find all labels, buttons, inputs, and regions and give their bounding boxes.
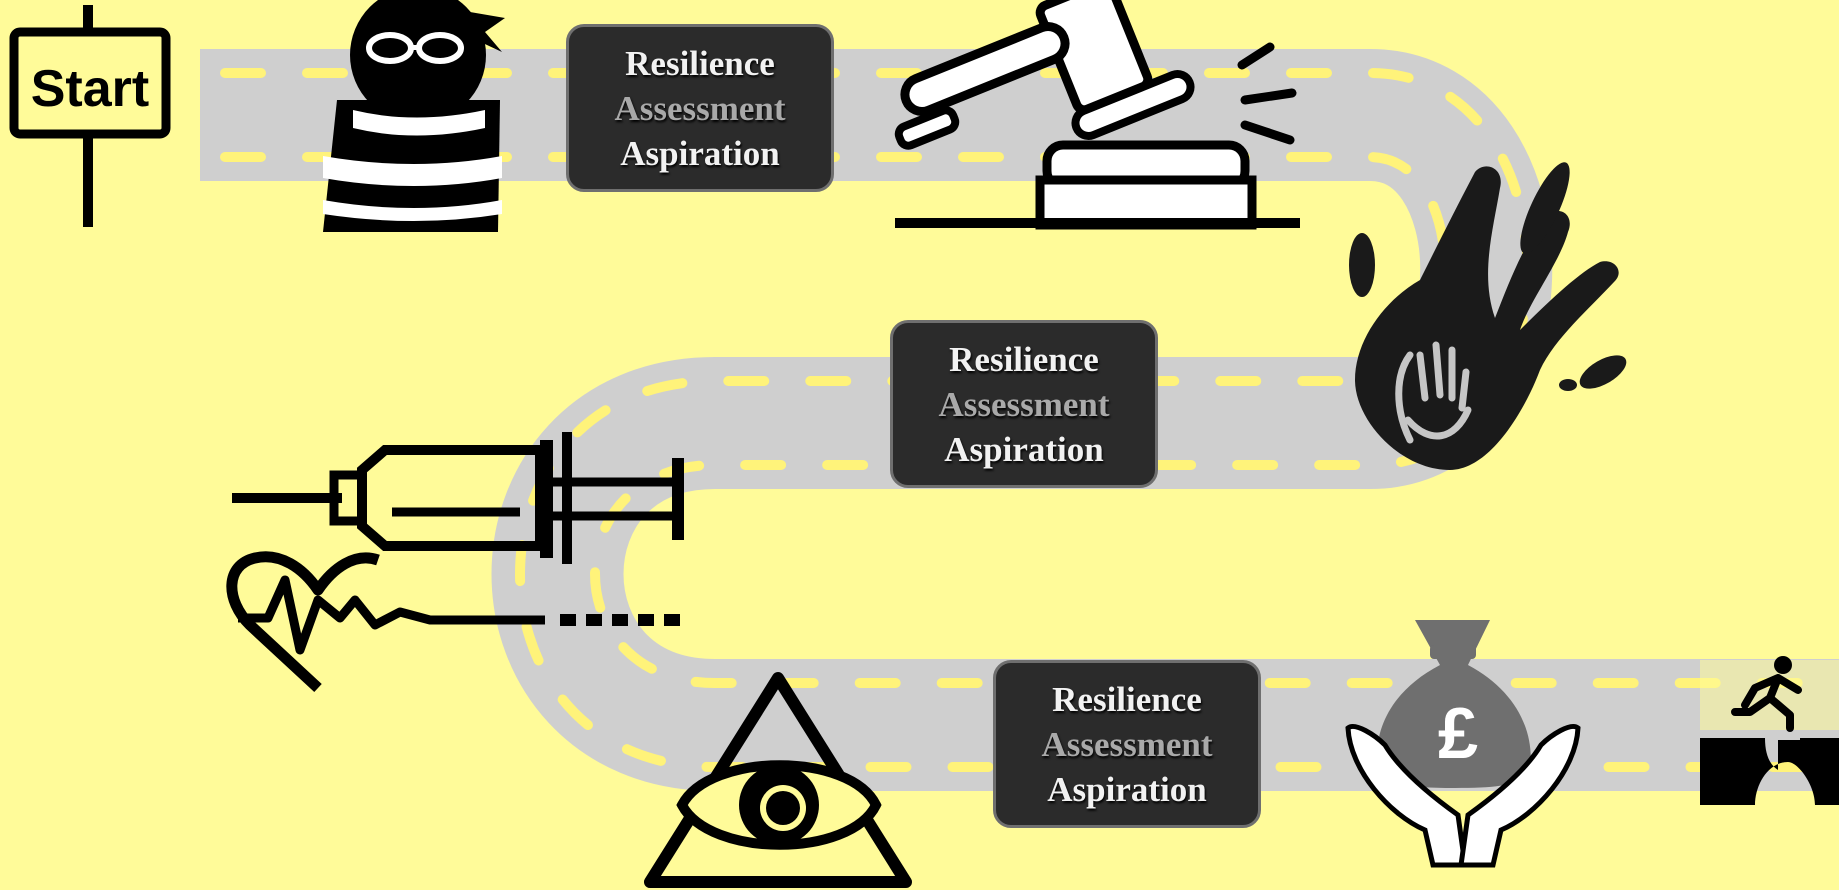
stop-box-1: Resilience Assessment Aspiration — [566, 24, 834, 192]
pound-symbol: £ — [1438, 694, 1478, 774]
resilience-label: Resilience — [625, 43, 775, 83]
assessment-label: Assessment — [1041, 724, 1213, 764]
resilience-label: Resilience — [949, 339, 1099, 379]
assessment-label: Assessment — [614, 88, 786, 128]
handprint-icon — [1349, 162, 1627, 470]
start-label: Start — [31, 60, 149, 118]
heartbeat-icon — [226, 551, 690, 693]
aspiration-label: Aspiration — [1047, 769, 1207, 809]
aspiration-label: Aspiration — [944, 429, 1104, 469]
syringe-icon — [232, 432, 684, 564]
resilience-label: Resilience — [1052, 679, 1202, 719]
stop-box-3: Resilience Assessment Aspiration — [993, 660, 1261, 828]
burglar-icon — [323, 0, 505, 232]
signpost-icon: Start — [9, 5, 171, 227]
gavel-icon — [894, 0, 1300, 230]
stop-box-2: Resilience Assessment Aspiration — [890, 320, 1158, 488]
aspiration-label: Aspiration — [620, 133, 780, 173]
assessment-label: Assessment — [938, 384, 1110, 424]
person-jumping-gap-icon — [1700, 656, 1839, 805]
all-seeing-eye-icon — [644, 672, 912, 888]
money-bag-in-hands-icon: £ — [1345, 620, 1581, 868]
